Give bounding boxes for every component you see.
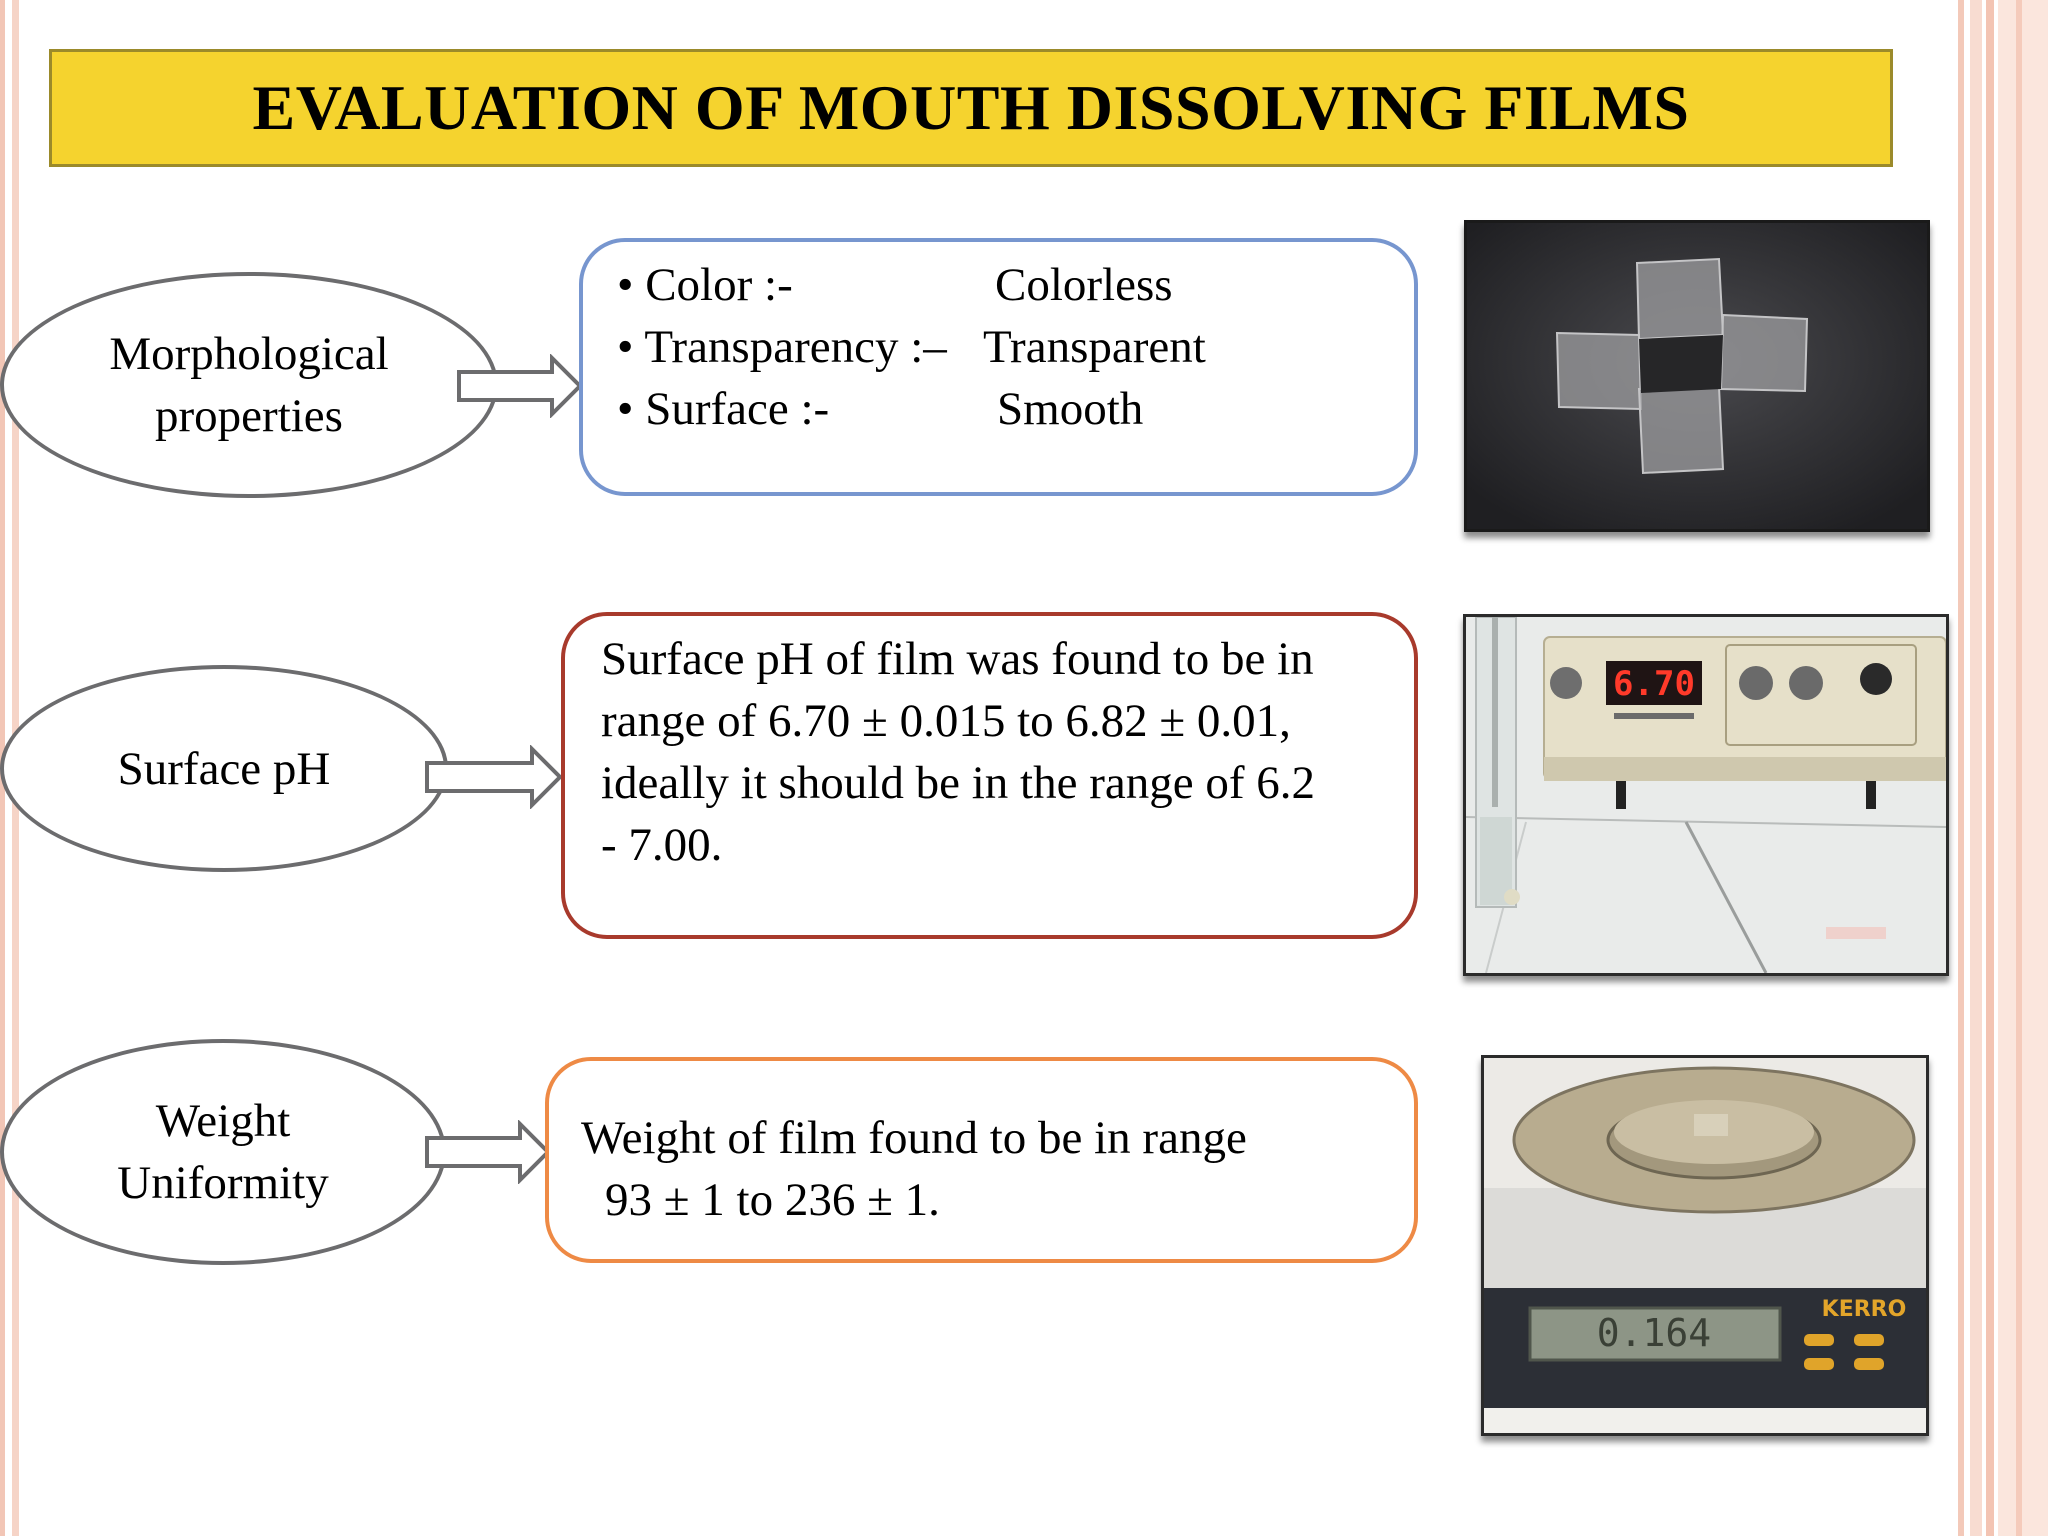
oval-label: Weight Uniformity [117, 1095, 329, 1209]
property-value: Colorless [995, 259, 1173, 311]
arrow-right-icon [425, 1120, 551, 1184]
text-line: ideally it should be in the range of 6.2 [601, 757, 1315, 809]
oval-label: Surface pH [117, 742, 331, 795]
weighing-balance-photo: 0.164 KERRO [1481, 1055, 1929, 1436]
right-border-stripe [1998, 0, 2048, 1536]
text-line: - 7.00. [601, 819, 723, 871]
balance-reading: 0.164 [1597, 1311, 1711, 1355]
property-name: • Surface :- [617, 383, 830, 435]
property-row: • Color :- Colorless [617, 254, 1414, 316]
title-banner: EVALUATION OF MOUTH DISSOLVING FILMS [49, 49, 1893, 167]
oval-label: Morphological properties [109, 328, 389, 442]
balance-illustration: 0.164 KERRO [1484, 1058, 1926, 1433]
morphological-properties-box: • Color :- Colorless • Transparency :– T… [579, 238, 1418, 496]
film-sample-photo [1464, 220, 1930, 532]
property-value: Smooth [997, 383, 1144, 435]
text-line: Weight of film found to be in range [581, 1112, 1247, 1164]
film-squares-illustration [1467, 223, 1927, 529]
arrow-right-icon [457, 354, 583, 418]
property-row: • Transparency :– Transparent [617, 316, 1414, 378]
ph-meter-illustration: 6.70 [1466, 617, 1946, 973]
ph-meter-photo: 6.70 [1463, 614, 1949, 976]
property-value: Transparent [983, 321, 1206, 373]
morphological-properties-oval: Morphological properties [0, 272, 498, 498]
text-line: 93 ± 1 to 236 ± 1. [605, 1174, 940, 1226]
right-border-stripe [2016, 0, 2022, 1536]
text-line: Surface pH of film was found to be in [601, 633, 1314, 685]
surface-ph-box: Surface pH of film was found to be in ra… [561, 612, 1418, 939]
arrow-right-icon [425, 745, 563, 809]
right-border-stripe [1986, 0, 1994, 1536]
surface-ph-oval: Surface pH [0, 665, 448, 872]
weight-uniformity-box: Weight of film found to be in range 93 ±… [545, 1057, 1418, 1263]
balance-brand: KERRO [1822, 1297, 1907, 1322]
text-line: range of 6.70 ± 0.015 to 6.82 ± 0.01, [601, 695, 1291, 747]
right-border-stripe [1970, 0, 1982, 1536]
property-row: • Surface :- Smooth [617, 378, 1414, 440]
right-border-stripe [1958, 0, 1964, 1536]
slide-title: EVALUATION OF MOUTH DISSOLVING FILMS [252, 72, 1690, 143]
weight-uniformity-oval: Weight Uniformity [0, 1039, 446, 1265]
ph-meter-display: 6.70 [1613, 664, 1695, 704]
property-name: • Color :- [617, 259, 793, 311]
property-name: • Transparency :– [617, 321, 947, 373]
